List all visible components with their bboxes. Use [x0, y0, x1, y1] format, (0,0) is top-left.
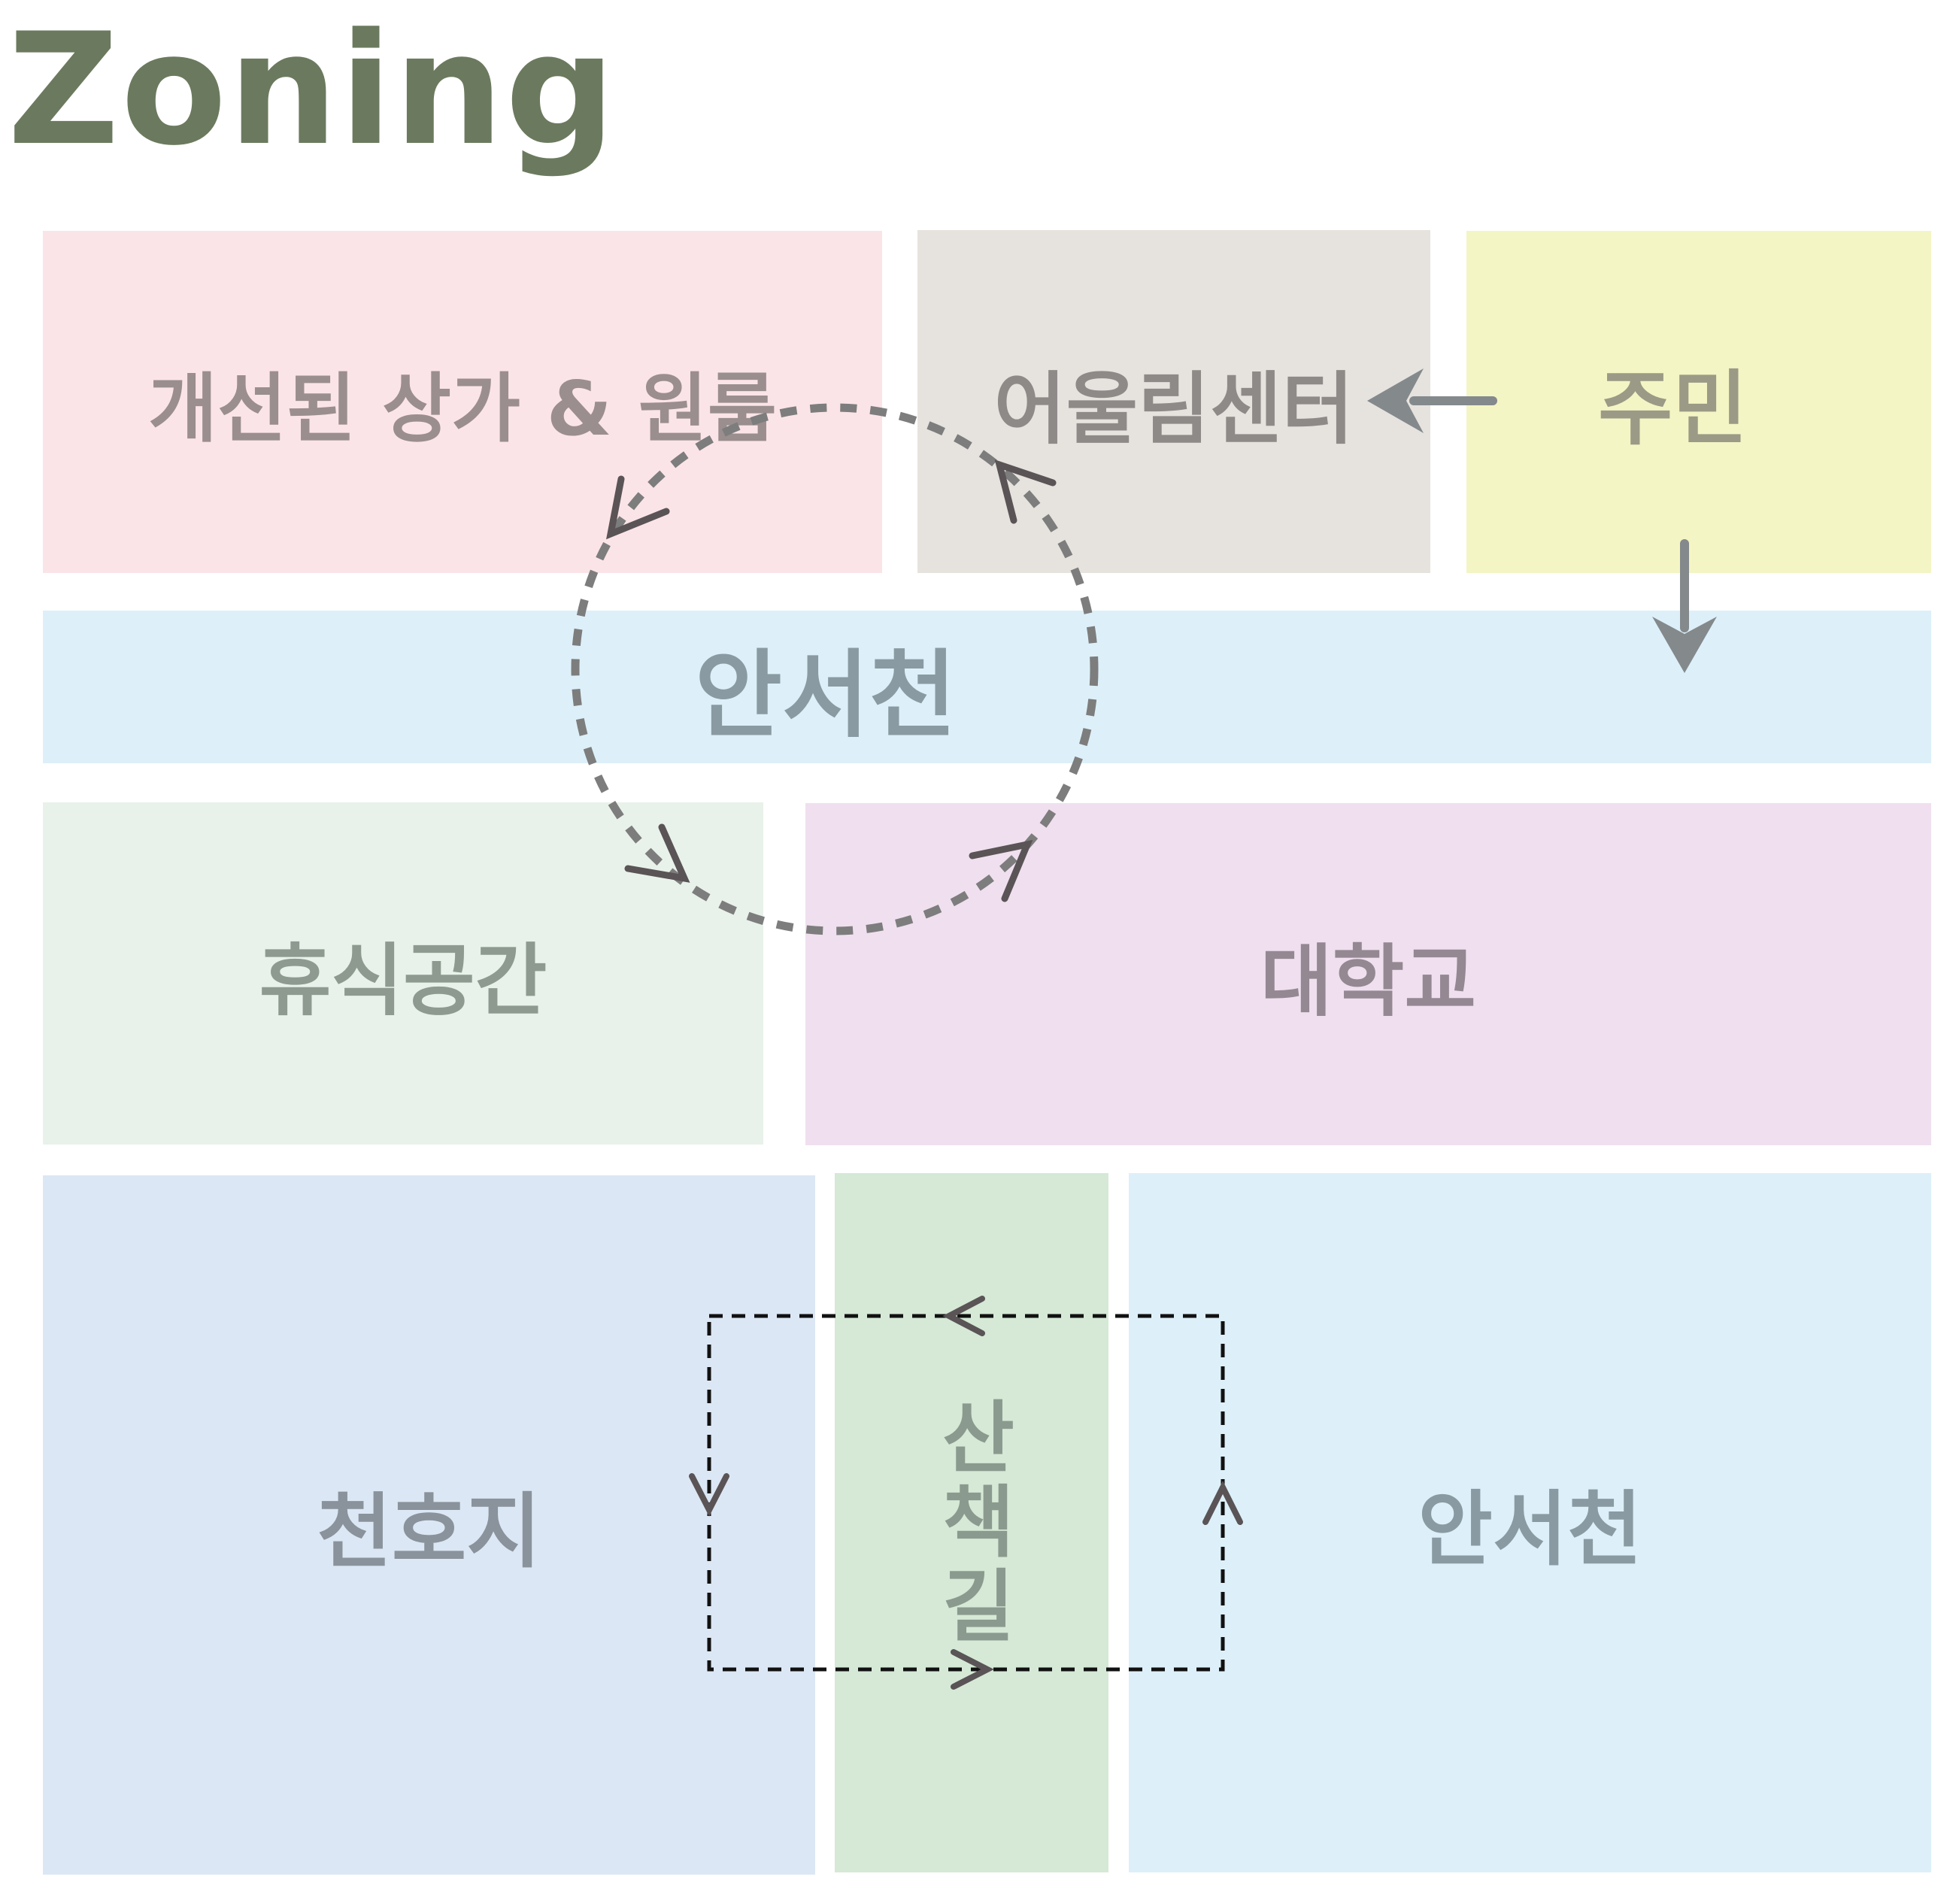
zone-university-label: 대학교	[1260, 935, 1477, 1027]
zone-trail-label: 산책길	[925, 1396, 1017, 1649]
page-title: Zoning	[8, 1, 617, 180]
zone-stream-top-label: 안서천	[695, 639, 957, 750]
zone-community-center: 어울림센터	[917, 230, 1430, 573]
zone-lake-label: 천호지	[317, 1485, 541, 1579]
zone-rest-area-label: 휴식공간	[259, 935, 547, 1026]
zone-community-center-label: 어울림센터	[993, 362, 1354, 455]
zone-university: 대학교	[805, 803, 1931, 1145]
zone-shops-label: 개선된 상가 & 원룸	[148, 365, 777, 453]
zone-stream-bottom-label: 안서천	[1418, 1483, 1642, 1577]
zone-lake: 천호지	[43, 1175, 815, 1875]
zone-trail: 산책길	[835, 1173, 1108, 1872]
zone-rest-area: 휴식공간	[43, 802, 763, 1145]
zone-residents: 주민	[1466, 231, 1931, 573]
zone-stream-bottom: 안서천	[1129, 1173, 1931, 1872]
zone-residents-label: 주민	[1598, 362, 1748, 456]
zone-stream-top: 안서천	[43, 611, 1931, 763]
zone-shops: 개선된 상가 & 원룸	[43, 231, 882, 573]
